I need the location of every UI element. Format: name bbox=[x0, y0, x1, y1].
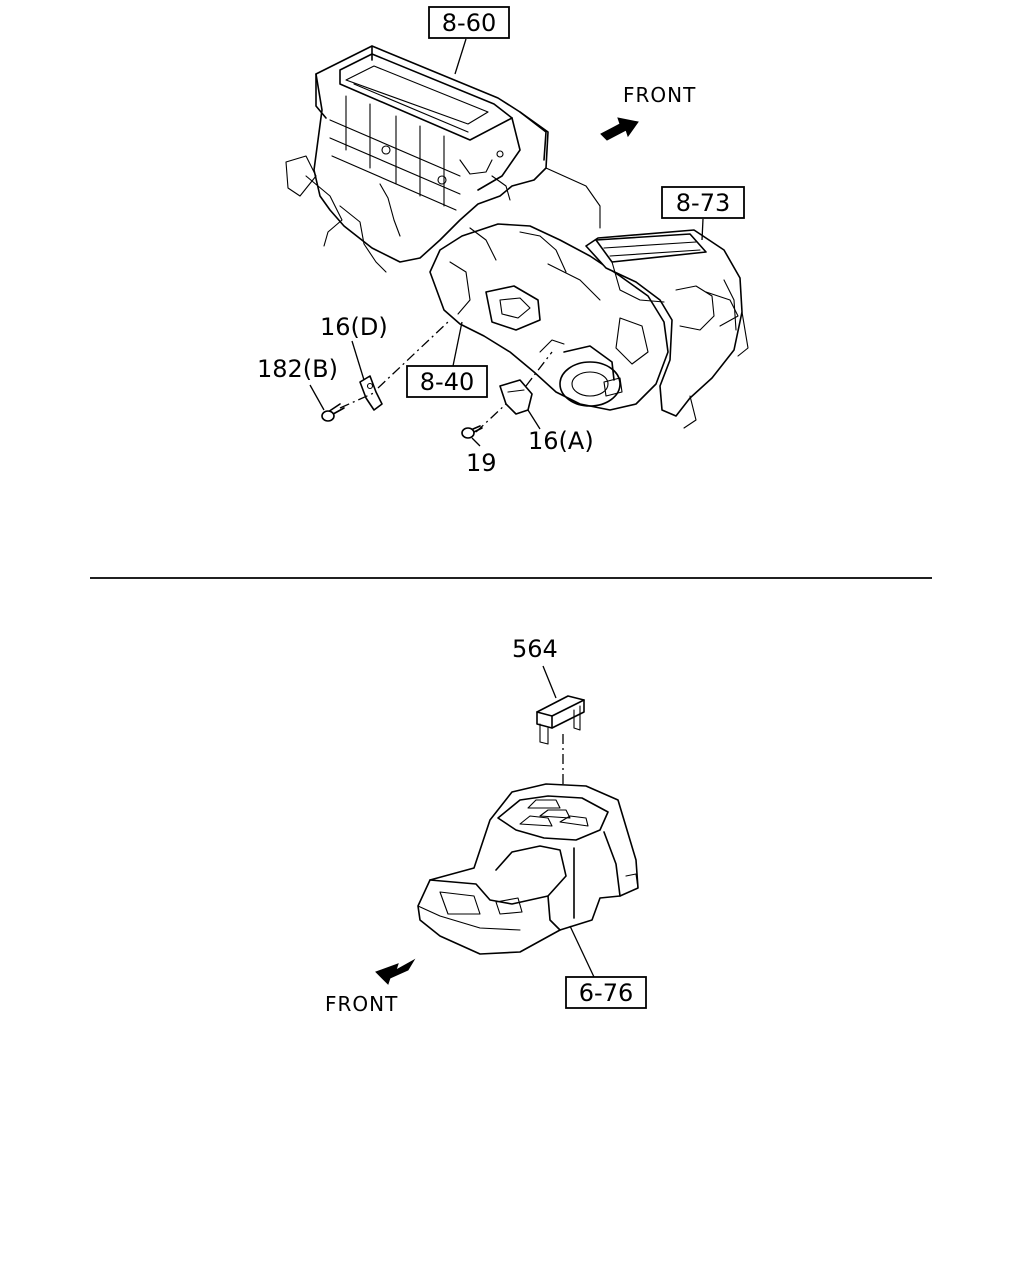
ref-box-evaporator: 8-40 bbox=[406, 365, 488, 398]
front-arrow-upper-icon bbox=[600, 117, 639, 141]
ref-label-evaporator: 8-40 bbox=[420, 368, 474, 396]
bracket-16d bbox=[359, 375, 383, 411]
cover-564 bbox=[536, 695, 585, 745]
console-drawing bbox=[417, 783, 639, 955]
heater-unit-drawing bbox=[285, 45, 549, 273]
ref-label-heater-unit: 8-60 bbox=[442, 9, 496, 37]
callout-cover: 564 bbox=[512, 635, 558, 663]
screw-19 bbox=[461, 425, 483, 439]
callout-screw: 19 bbox=[466, 449, 497, 477]
upper-view: FRONT 8-60 8-73 8-40 16(D) 182(B) 16(A) … bbox=[257, 6, 749, 477]
blower-unit-drawing bbox=[585, 229, 743, 429]
ref-label-blower-unit: 8-73 bbox=[676, 189, 730, 217]
screw-182b bbox=[321, 403, 345, 422]
callout-bracket-a: 16(A) bbox=[528, 427, 594, 455]
lower-view: FRONT 6-76 564 bbox=[325, 635, 647, 1016]
callout-screw-b: 182(B) bbox=[257, 355, 338, 383]
ref-box-console: 6-76 bbox=[565, 976, 647, 1009]
front-label-upper: FRONT bbox=[623, 83, 696, 107]
callout-bracket-d: 16(D) bbox=[320, 313, 388, 341]
ref-box-blower-unit: 8-73 bbox=[661, 186, 745, 219]
ref-label-console: 6-76 bbox=[579, 979, 633, 1007]
front-label-lower: FRONT bbox=[325, 992, 398, 1016]
front-arrow-lower-icon bbox=[375, 958, 416, 985]
evaporator-case-drawing bbox=[429, 223, 669, 411]
ref-box-heater-unit: 8-60 bbox=[428, 6, 510, 39]
